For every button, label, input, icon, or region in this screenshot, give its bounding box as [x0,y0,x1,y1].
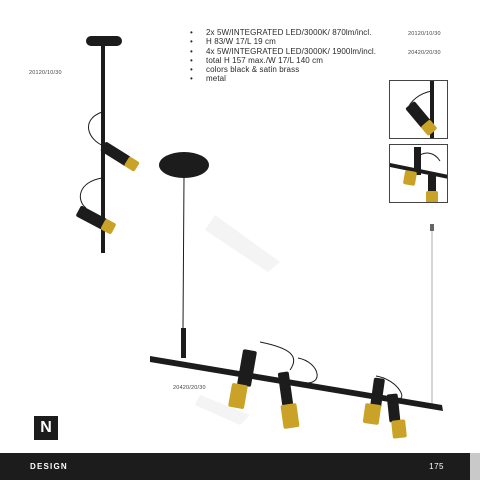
spec-item: 4x 5W/INTEGRATED LED/3000K/ 1900lm/incl. [190,47,470,57]
section-tab [470,453,480,480]
section-label: DESIGN [30,462,68,471]
spec-item: colors black & satin brass [190,65,470,75]
page-footer: DESIGN 175 [0,453,480,480]
detail-thumbnail [389,144,448,203]
spot-detail-image [390,147,447,202]
product-code: 20120/10/30 [408,31,441,37]
spec-list: 2x 5W/INTEGRATED LED/3000K/ 870lm/incl. … [190,28,470,84]
product-code: 20420/20/30 [408,50,441,56]
spec-item: 2x 5W/INTEGRATED LED/3000K/ 870lm/incl. [190,28,470,38]
ceiling-spot-lamp [76,36,140,253]
spec-item: H 83/W 17/L 19 cm [190,37,470,47]
spot-detail-image [405,81,437,138]
spec-item: metal [190,74,470,84]
product-code: 20420/20/30 [173,385,206,391]
pendant-bar-lamp [150,152,443,439]
brand-logo: N [34,416,58,440]
page-number: 175 [429,462,444,471]
spec-item: total H 157 max./W 17/L 140 cm [190,56,470,66]
product-code: 20120/10/30 [29,70,62,76]
detail-thumbnail [389,80,448,139]
